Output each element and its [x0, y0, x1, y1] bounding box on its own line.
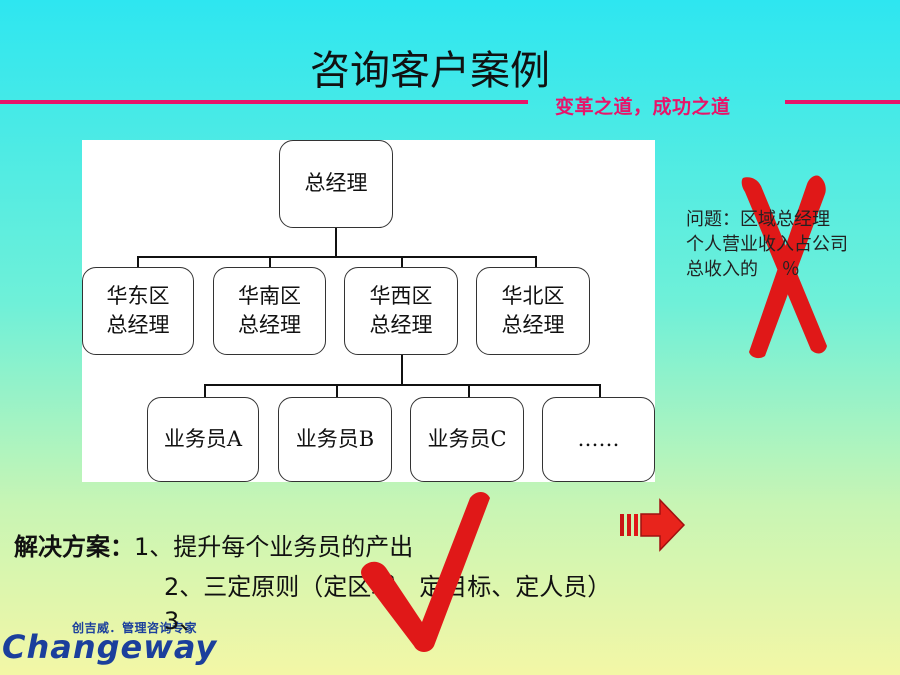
logo-brand: Changeway [2, 628, 218, 666]
solution-label: 解决方案： [14, 533, 134, 561]
org-node-staff-a: 业务员A [147, 397, 259, 482]
org-node-root: 总经理 [279, 140, 393, 228]
connector-region-2 [269, 256, 271, 268]
connector-region-4 [535, 256, 537, 268]
solution-item-2: 2、三定原则（定区域、定目标、定人员） [14, 567, 611, 607]
question-line-2: 个人营业收入占公司 [686, 234, 848, 255]
connector-region-bar [137, 256, 537, 258]
solution-line-1: 解决方案：1、提升每个业务员的产出 [14, 527, 611, 567]
connector-staff-bar [204, 384, 601, 386]
question-line-1: 问题：区域总经理 [686, 209, 830, 230]
title-rule-right [785, 100, 900, 104]
big-red-check-icon [361, 492, 490, 652]
slogan: 变革之道，成功之道 [555, 96, 731, 118]
connector-staff-4 [599, 384, 601, 398]
org-node-staff-c: 业务员C [410, 397, 524, 482]
big-red-x-icon [741, 175, 827, 359]
org-node-staff-more: …… [542, 397, 655, 482]
solution-block: 解决方案：1、提升每个业务员的产出 2、三定原则（定区域、定目标、定人员） 3、 [14, 527, 611, 635]
solution-item-1: 1、提升每个业务员的产出 [134, 533, 414, 561]
logo-tagline: 创吉威．管理咨询专家 [72, 621, 198, 635]
question-note: 问题：区域总经理 个人营业收入占公司 总收入的 ％ [686, 207, 896, 282]
solution-item-3: 3、 [164, 607, 204, 635]
connector-west-down [401, 354, 403, 384]
org-node-region-north: 华北区 总经理 [476, 267, 590, 355]
connector-root-down [335, 228, 337, 256]
connector-region-3 [401, 256, 403, 268]
org-node-region-east: 华东区 总经理 [82, 267, 194, 355]
org-node-region-west: 华西区 总经理 [344, 267, 458, 355]
question-line-3: 总收入的 ％ [686, 259, 800, 280]
title-rule-left [0, 100, 528, 104]
connector-region-1 [137, 256, 139, 268]
org-node-region-south: 华南区 总经理 [213, 267, 326, 355]
org-chart-panel: 总经理 华东区 总经理 华南区 总经理 华西区 总经理 华北区 总经理 业务员A… [82, 140, 655, 482]
slide-title: 咨询客户案例 [310, 48, 550, 94]
org-node-staff-b: 业务员B [278, 397, 392, 482]
connector-staff-1 [204, 384, 206, 398]
connector-staff-2 [336, 384, 338, 398]
red-right-arrow-icon [620, 498, 686, 552]
connector-staff-3 [468, 384, 470, 398]
